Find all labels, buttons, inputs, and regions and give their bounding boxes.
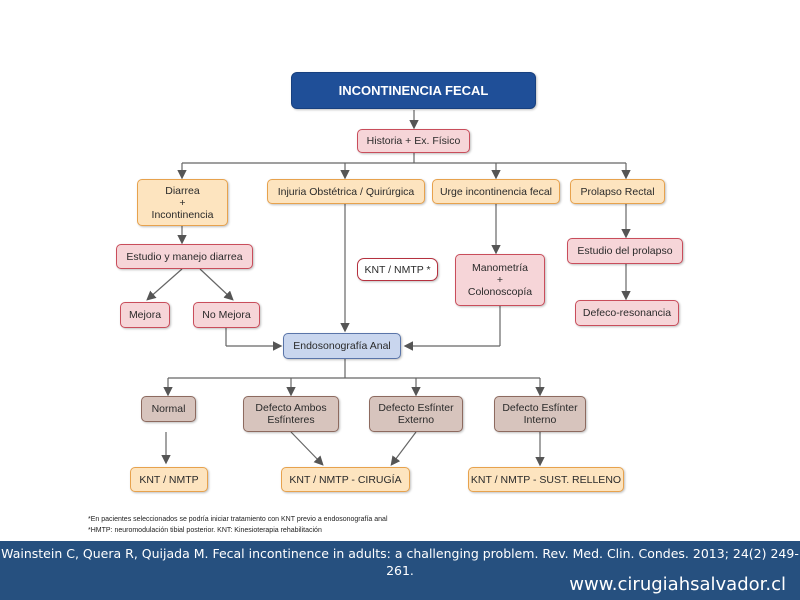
node-defecto-externo: Defecto Esfínter Externo [369,396,463,432]
node-endosonografia: Endosonografía Anal [283,333,401,359]
flowchart-title: INCONTINENCIA FECAL [291,72,536,109]
node-no-mejora: No Mejora [193,302,260,328]
node-urge: Urge incontinencia fecal [432,179,560,204]
footnote-2: *HMTP: neuromodulación tibial posterior.… [88,527,322,534]
footnote-1: *En pacientes seleccionados se podría in… [88,516,388,523]
website-url: www.cirugiahsalvador.cl [569,574,786,595]
citation-bar [0,541,800,600]
node-prolapso: Prolapso Rectal [570,179,665,204]
node-estudio-diarrea: Estudio y manejo diarrea [116,244,253,269]
node-diarrea: Diarrea + Incontinencia [137,179,228,226]
node-historia: Historia + Ex. Físico [357,129,470,153]
citation-text: Wainstein C, Quera R, Quijada M. Fecal i… [1,546,799,578]
node-estudio-prolapso: Estudio del prolapso [567,238,683,264]
node-knt-nmtp-star: KNT / NMTP * [357,258,438,281]
node-defecto-interno: Defecto Esfínter Interno [494,396,586,432]
node-knt-cirugia: KNT / NMTP - CIRUGÍA [281,467,410,492]
node-defeco-resonancia: Defeco-resonancia [575,300,679,326]
node-normal: Normal [141,396,196,422]
node-knt-nmtp: KNT / NMTP [130,467,208,492]
node-mejora: Mejora [120,302,170,328]
node-manometria: Manometría + Colonoscopía [455,254,545,306]
node-injuria: Injuria Obstétrica / Quirúrgica [267,179,425,204]
node-defecto-ambos: Defecto Ambos Esfínteres [243,396,339,432]
node-knt-relleno: KNT / NMTP - SUST. RELLENO [468,467,624,492]
